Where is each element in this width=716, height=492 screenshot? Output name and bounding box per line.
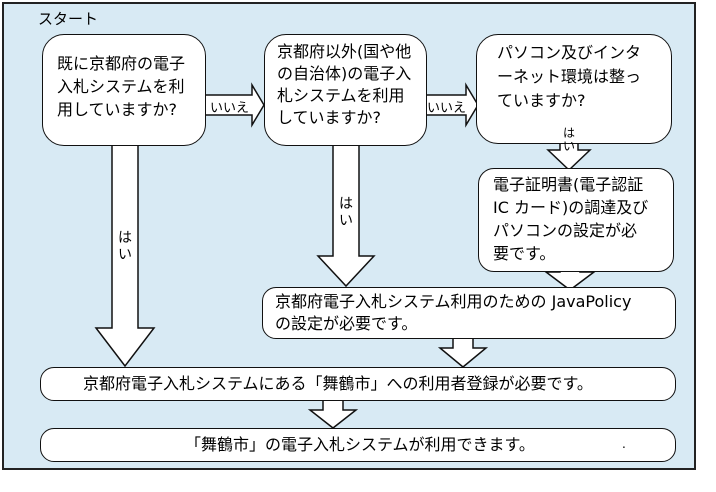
q2-line-1: 京都府以外(国や他	[277, 42, 412, 61]
arrow-q1-yes	[94, 144, 156, 368]
start-label: スタート	[38, 10, 99, 28]
label-yes-1: はい	[118, 230, 132, 263]
arrow-q2-to-q3	[424, 82, 479, 128]
arrow-q1-to-q2	[204, 82, 265, 128]
q3-line-1: パソコン及びインタ	[497, 43, 642, 62]
prep-line-4: 要です。	[493, 244, 556, 263]
q3-line-2: ーネット環境は整っ	[497, 67, 642, 86]
arrow-java-to-register	[437, 335, 489, 368]
javapolicy-setting-box: 京都府電子入札システム利用のための JavaPolicy の設定が必要です。	[262, 287, 676, 339]
java-line-2: の設定が必要です。	[275, 314, 418, 333]
end-mark: .	[622, 437, 626, 451]
q2-line-2: の自治体)の電子入	[277, 64, 412, 83]
prep-line-2: IC カード)の調達及び	[493, 198, 649, 217]
label-yes-2: はい	[339, 196, 353, 229]
q2-line-3: 札システムを利用	[277, 86, 405, 105]
label-no-2: いいえ	[427, 101, 467, 116]
certificate-preparation-box: 電子証明書(電子認証 IC カード)の調達及び パソコンの設定が必 要です。	[478, 168, 674, 272]
q3-line-3: ていますか?	[497, 91, 586, 110]
java-line-1: 京都府電子入札システム利用のための JavaPolicy	[275, 292, 632, 311]
user-registration-box: 京都府電子入札システムにある「舞鶴市」への利用者登録が必要です。	[40, 367, 676, 401]
q2-line-4: していますか?	[277, 108, 382, 127]
q1-line-2: 入札システムを利	[57, 77, 185, 96]
question-other-system-user: 京都府以外(国や他 の自治体)の電子入 札システムを利用 していますか?	[264, 34, 427, 146]
q1-line-3: 用していますか?	[57, 100, 178, 119]
question-pc-internet-ready: パソコン及びインタ ーネット環境は整っ ていますか?	[476, 34, 672, 144]
register-text: 京都府電子入札システムにある「舞鶴市」への利用者登録が必要です。	[83, 374, 593, 393]
question-existing-kyoto-user: 既に京都府の電子 入札システムを利 用していますか?	[42, 34, 206, 146]
label-no-1: いいえ	[210, 101, 250, 116]
arrow-register-to-final	[307, 399, 359, 429]
arrow-q2-yes	[316, 144, 376, 288]
prep-line-3: パソコンの設定が必	[493, 221, 638, 240]
final-result-box: 「舞鶴市」の電子入札システムが利用できます。	[40, 428, 676, 462]
q1-line-1: 既に京都府の電子	[57, 54, 186, 73]
label-yes-3: はい	[562, 126, 575, 153]
prep-line-1: 電子証明書(電子認証	[493, 175, 644, 194]
final-text: 「舞鶴市」の電子入札システムが利用できます。	[185, 435, 535, 454]
